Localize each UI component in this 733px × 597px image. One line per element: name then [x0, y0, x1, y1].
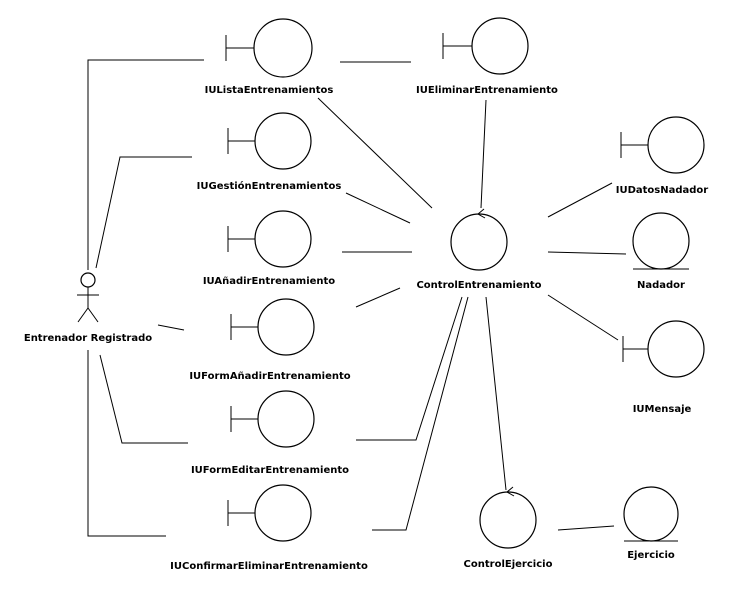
boundary-eliminar: IUEliminarEntrenamiento	[416, 17, 558, 96]
entity-circle	[632, 212, 690, 270]
control-circle	[479, 491, 537, 549]
control-label-ejercicio: ControlEjercicio	[464, 559, 553, 570]
entity-ejercicio: Ejercicio	[623, 486, 679, 561]
link-lista-control	[317, 97, 433, 209]
boundary-anadir: IUAñadirEntrenamiento	[203, 210, 335, 287]
actor-label: Entrenador Registrado	[24, 333, 152, 344]
boundary-label-form-anadir: IUFormAñadirEntrenamiento	[189, 371, 350, 382]
boundary-circle	[254, 210, 312, 268]
boundary-mensaje: IUMensaje	[622, 320, 705, 415]
boundary-label-eliminar: IUEliminarEntrenamiento	[416, 85, 558, 96]
link-form-anadir-control	[355, 287, 401, 308]
boundary-lista: IUListaEntrenamientos	[205, 18, 334, 96]
link-control-ejercicio-entity	[557, 525, 615, 531]
entity-label-ejercicio: Ejercicio	[627, 550, 675, 561]
boundary-form-editar: IUFormEditarEntrenamiento	[191, 390, 349, 476]
boundary-label-anadir: IUAñadirEntrenamiento	[203, 276, 335, 287]
actor-entrenador: Entrenador Registrado	[24, 272, 152, 344]
boundary-circle	[254, 112, 312, 170]
entity-nadador: Nadador	[632, 212, 690, 291]
boundary-form-anadir: IUFormAñadirEntrenamiento	[189, 298, 351, 382]
boundary-label-form-editar: IUFormEditarEntrenamiento	[191, 465, 349, 476]
boundary-circle	[647, 116, 705, 174]
control-arrow-icon	[506, 486, 515, 497]
boundary-label-gestion: IUGestiónEntrenamientos	[197, 180, 342, 192]
boundary-circle	[253, 18, 313, 78]
boundary-label-datos-nadador: IUDatosNadador	[616, 185, 709, 196]
control-label-entrenamiento: ControlEntrenamiento	[416, 280, 541, 291]
link-control-ejercicio	[485, 296, 507, 491]
boundary-circle	[254, 484, 312, 542]
boundary-label-confirmar-eliminar: IUConfirmarEliminarEntrenamiento	[170, 561, 368, 572]
boundary-datos-nadador: IUDatosNadador	[616, 116, 709, 196]
boundary-label-lista: IUListaEntrenamientos	[205, 85, 334, 96]
link-actor-gestion	[95, 156, 192, 269]
link-confirmar-control	[372, 296, 469, 531]
boundary-label-mensaje: IUMensaje	[633, 404, 692, 415]
link-actor-confirmar	[87, 350, 166, 537]
actor-right-leg	[87, 307, 99, 323]
link-control-nadador	[547, 251, 627, 255]
boundary-circle	[471, 17, 529, 75]
boundary-circle	[647, 320, 705, 378]
boundary-circle	[257, 298, 315, 356]
actor-head	[80, 272, 96, 288]
control-entrenamiento: ControlEntrenamiento	[416, 208, 542, 291]
entity-label-nadador: Nadador	[637, 280, 685, 291]
entity-circle	[623, 486, 679, 542]
boundary-confirmar-eliminar: IUConfirmarEliminarEntrenamiento	[170, 484, 368, 572]
link-control-mensaje	[547, 294, 619, 341]
link-form-editar-control	[356, 296, 463, 441]
link-control-datos-nadador	[547, 182, 613, 218]
link-actor-lista	[87, 59, 204, 270]
link-gestion-control	[345, 192, 411, 224]
control-arrow-icon	[477, 208, 486, 219]
boundary-gestion: IUGestiónEntrenamientos	[197, 112, 342, 192]
link-actor-form-anadir	[157, 324, 185, 331]
link-eliminar-control	[480, 99, 487, 209]
actor-left-leg	[77, 307, 89, 323]
connections	[87, 59, 627, 537]
control-circle	[450, 213, 508, 271]
control-ejercicio: ControlEjercicio	[464, 486, 553, 570]
link-actor-form-editar	[99, 354, 188, 444]
boundary-circle	[257, 390, 315, 448]
